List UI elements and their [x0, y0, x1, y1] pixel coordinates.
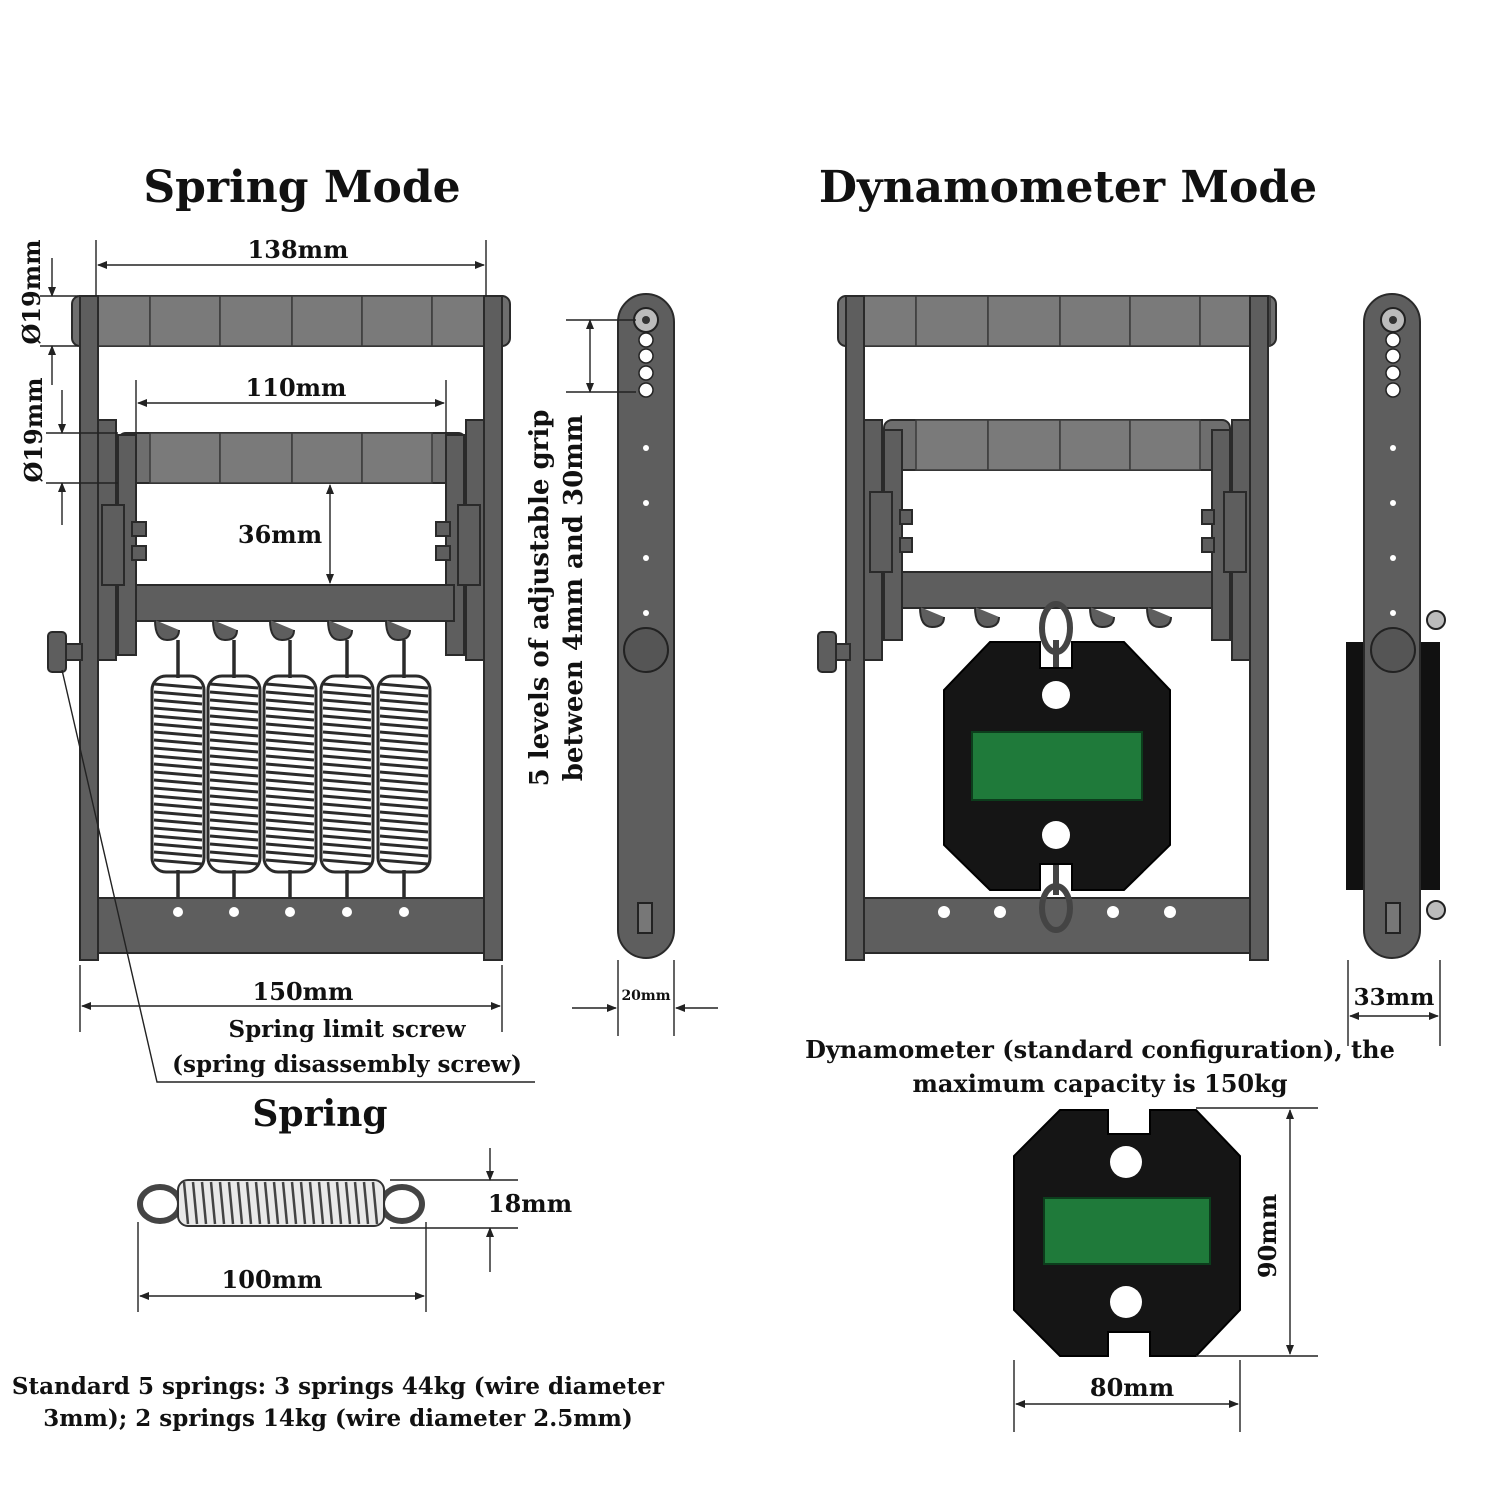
dyn-height-label: 90mm: [1253, 1194, 1282, 1278]
base-width-label: 150mm: [253, 977, 354, 1006]
dynamometer-detail-dimensions: 90mm 80mm: [1013, 1107, 1318, 1432]
inner-diameter-label: Ø19mm: [19, 377, 48, 482]
limit-screw-note-2: (spring disassembly screw): [172, 1051, 522, 1078]
gap-label: 36mm: [238, 520, 322, 549]
inner-width-label: 110mm: [246, 373, 347, 402]
dyn-capacity-note-1: Dynamometer (standard configuration), th…: [805, 1035, 1395, 1064]
springs-note-1: Standard 5 springs: 3 springs 44kg (wire…: [12, 1373, 665, 1400]
dyn-side-dimensions: 33mm: [1347, 960, 1441, 1046]
spring-detail: [137, 1179, 425, 1227]
spring-mode-front-view: [47, 295, 511, 961]
top-diameter-label: Ø19mm: [17, 239, 46, 344]
side-view-dimensions: 5 levels of adjustable grip between 4mm …: [525, 319, 718, 1036]
limit-screw-note-1: Spring limit screw: [228, 1016, 466, 1043]
top-width-label: 138mm: [248, 235, 349, 264]
spring-title: Spring: [252, 1093, 387, 1135]
dynamometer-mode-side-view: [1346, 293, 1446, 959]
grip-note-1: 5 levels of adjustable grip: [525, 410, 555, 787]
spring-coils: [150, 640, 432, 910]
side-depth-label: 33mm: [1354, 984, 1435, 1011]
dynamometer-detail: [1013, 1109, 1241, 1357]
spring-length-label: 100mm: [222, 1265, 323, 1294]
dyn-capacity-note-2: maximum capacity is 150kg: [912, 1069, 1287, 1098]
spring-mode-dimensions: 138mm Ø19mm 110mm Ø19mm 36mm 150mm Sprin…: [17, 235, 535, 1083]
springs-note-2: 3mm); 2 springs 14kg (wire diameter 2.5m…: [43, 1405, 633, 1432]
spring-detail-dimensions: 18mm 100mm: [137, 1148, 572, 1312]
dynamometer-mode-title: Dynamometer Mode: [819, 162, 1317, 213]
spring-diameter-label: 18mm: [488, 1189, 572, 1218]
spring-mode-title: Spring Mode: [143, 162, 460, 213]
dynamometer-mode-front-view: [817, 295, 1277, 961]
grip-note-2: between 4mm and 30mm: [559, 415, 589, 782]
spring-mode-side-view: [617, 293, 675, 959]
dynamometer-device: [943, 641, 1171, 891]
dyn-width-label: 80mm: [1090, 1373, 1174, 1402]
side-thickness-label: 20mm: [621, 988, 670, 1004]
